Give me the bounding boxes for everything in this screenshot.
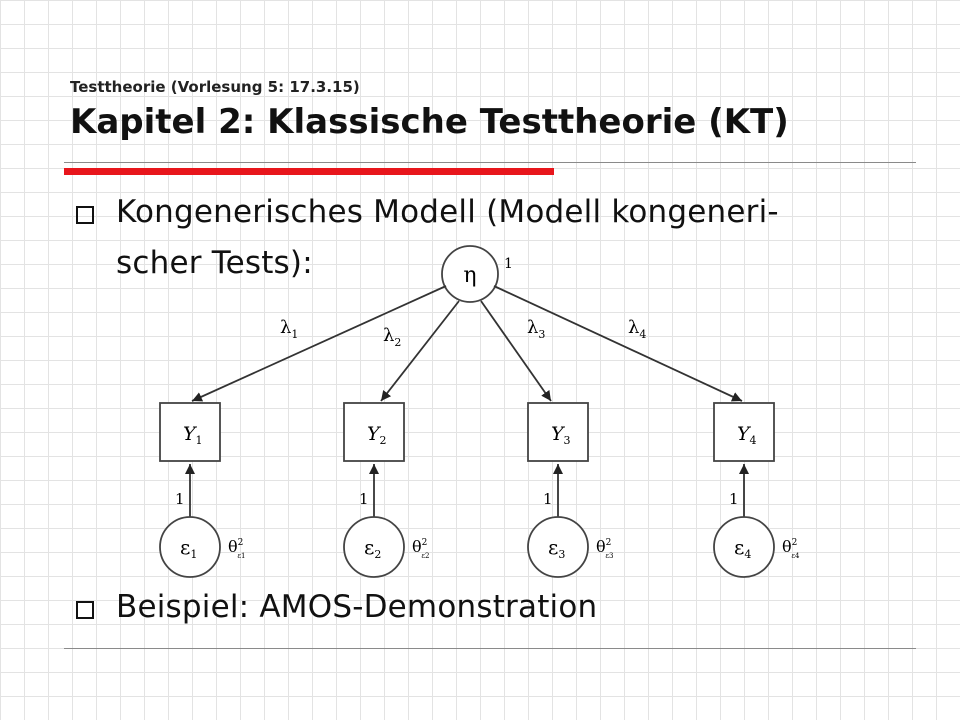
loading-label: λ3 xyxy=(527,317,545,341)
latent-symbol: η xyxy=(463,263,476,288)
loading-label: λ1 xyxy=(280,317,298,341)
loading-path xyxy=(380,300,460,402)
title-accent-bar xyxy=(64,168,554,175)
error-label: ε2 xyxy=(364,535,381,561)
loading-path xyxy=(480,300,552,402)
error-path-label: 1 xyxy=(175,490,185,508)
indicator-box xyxy=(343,402,405,462)
loading-label: λ4 xyxy=(628,317,646,341)
bullet-text-line: scher Tests): xyxy=(116,245,313,281)
error-path-label: 1 xyxy=(729,490,739,508)
bullet-checkbox-icon xyxy=(76,601,94,619)
bullet-checkbox-icon xyxy=(76,206,94,224)
latent-variance-label: 1 xyxy=(504,256,513,272)
loading-path xyxy=(493,285,743,402)
error-label: ε4 xyxy=(734,535,751,561)
error-node xyxy=(527,516,589,578)
bottom-divider xyxy=(64,648,916,649)
title-divider xyxy=(64,162,916,163)
bullet-text-line: Beispiel: AMOS-Demonstration xyxy=(116,589,598,625)
indicator-label: Y3 xyxy=(551,423,571,447)
latent-node xyxy=(441,245,499,303)
bullet-text-line: Kongenerisches Modell (Modell kongeneri- xyxy=(116,194,779,230)
loading-path xyxy=(191,285,447,402)
error-path-label: 1 xyxy=(359,490,369,508)
error-path-label: 1 xyxy=(543,490,553,508)
loading-label: λ2 xyxy=(383,325,401,349)
error-node xyxy=(343,516,405,578)
indicator-box xyxy=(713,402,775,462)
slide-title: Kapitel 2: Klassische Testtheorie (KT) xyxy=(70,102,789,142)
error-label: ε3 xyxy=(548,535,565,561)
indicator-box xyxy=(527,402,589,462)
slide-subtitle: Testtheorie (Vorlesung 5: 17.3.15) xyxy=(70,78,360,96)
indicator-label: Y4 xyxy=(737,423,757,447)
error-label: ε1 xyxy=(180,535,197,561)
indicator-box xyxy=(159,402,221,462)
error-node xyxy=(159,516,221,578)
error-node xyxy=(713,516,775,578)
indicator-label: Y2 xyxy=(367,423,387,447)
indicator-label: Y1 xyxy=(183,423,203,447)
